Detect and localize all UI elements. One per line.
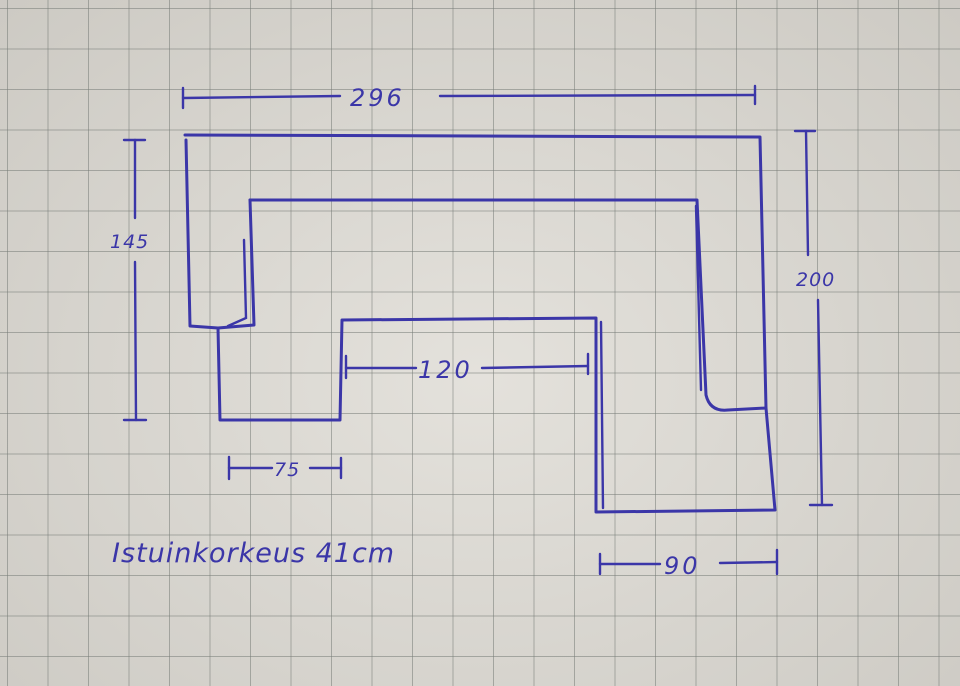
right-arm-stroke bbox=[599, 320, 605, 510]
seat-height-note: Istuinkorkeus 41cm bbox=[112, 538, 395, 569]
dim-right-depth: 200 bbox=[796, 269, 835, 291]
dim-left-depth: 145 bbox=[110, 231, 149, 253]
sofa-inner-line bbox=[248, 198, 768, 412]
dim-left-line-bottom bbox=[133, 260, 138, 422]
sofa-outline bbox=[183, 133, 777, 514]
right-inner-stroke bbox=[694, 204, 703, 392]
dim-right-module-line-right bbox=[718, 560, 779, 565]
dim-inner-line-right bbox=[480, 364, 590, 370]
left-seat-line bbox=[216, 198, 256, 330]
dim-right-module: 90 bbox=[664, 552, 701, 580]
dim-left-module: 75 bbox=[274, 459, 300, 481]
dim-right-line-bottom bbox=[816, 298, 824, 507]
dim-total-width: 296 bbox=[350, 84, 405, 112]
dim-inner-width: 120 bbox=[418, 356, 473, 384]
dim-top-line-left bbox=[181, 94, 342, 100]
dim-top-line-right bbox=[438, 93, 757, 98]
dim-right-line-top bbox=[804, 129, 810, 257]
left-arm-stroke bbox=[226, 238, 248, 328]
